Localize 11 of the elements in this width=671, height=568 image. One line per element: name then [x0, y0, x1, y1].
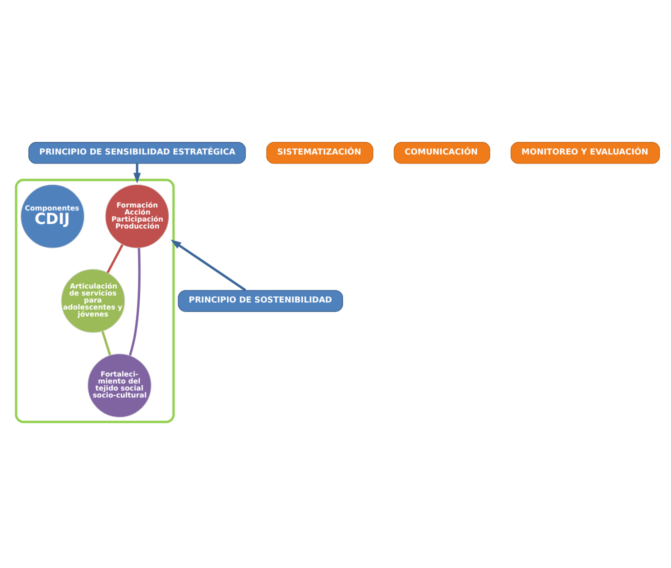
connector: [128, 248, 141, 356]
node-box: PRINCIPIO DE SENSIBILIDAD ESTRATÉGICA: [28, 142, 246, 164]
connector: [101, 330, 112, 355]
cluster: [14, 178, 175, 423]
arrow: [133, 163, 141, 183]
node-box: SISTEMATIZACIÓN: [266, 142, 374, 164]
arrow: [170, 239, 246, 291]
node-box: MONITOREO Y EVALUACIÓN: [510, 142, 660, 164]
connector: [106, 244, 124, 273]
node-box: COMUNICACIÓN: [394, 142, 490, 164]
node-box: PRINCIPIO DE SOSTENIBILIDAD: [178, 290, 343, 312]
